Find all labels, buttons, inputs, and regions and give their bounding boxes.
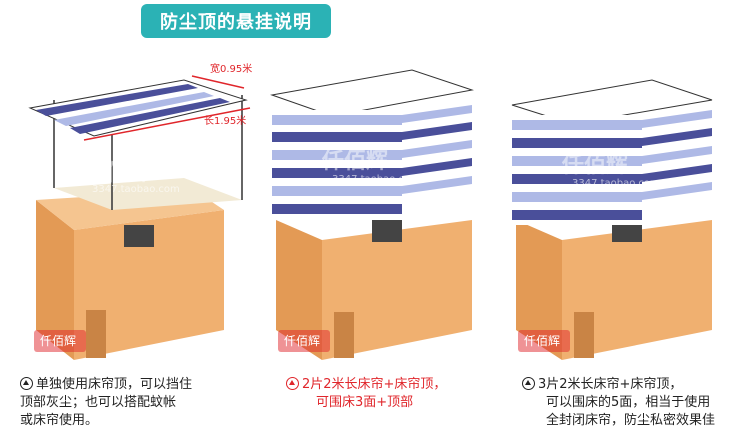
watermark-url: 3347.taobao.com [92,184,180,195]
width-arrow [191,75,245,89]
drawer-unit [334,312,354,358]
caption-line: 3片2米长床帘+床帘顶， [538,377,683,392]
bed-two-curtains-drawing: 仟佰辉 3347.taobao.com 仟佰辉 [270,69,474,360]
up-arrow-circle-icon [20,377,33,390]
page-title: 防尘顶的悬挂说明 [160,12,312,33]
wood-front-panel [562,220,712,360]
watermark-brand: 仟佰辉 [321,148,388,174]
illustration-canopy-only: 宽0.95米 长1.95米 仟佰辉 3347.taobao.com 仟佰辉 [14,60,254,370]
caption-three-curtains: 3片2米长床帘+床帘顶， 可以围床的5面，相当于使用 全封闭床帘，防尘私密效果佳 [522,376,742,430]
mattress [54,178,242,210]
watermark-url: 3347.taobao.com [572,178,660,189]
title-banner: 防尘顶的悬挂说明 [141,4,331,38]
brand-logo [518,330,570,352]
illustration-two-curtains: 仟佰辉 3347.taobao.com 仟佰辉 [262,60,502,370]
wood-side-panel [36,200,74,360]
width-label: 宽0.95米 [210,62,252,75]
wood-front-panel [322,220,472,360]
caption-line: 单独使用床帘顶，可以挡住 [36,377,193,392]
length-label: 长1.95米 [204,114,246,127]
canopy-stripe [36,84,198,116]
watermark-brand: 仟佰辉 [83,160,150,186]
canopy-top [270,69,474,117]
caption-line: 顶部灰尘；也可以搭配蚊帐 [20,395,177,410]
illustration-three-curtains: 仟佰辉 3347.taobao.com 仟佰辉 [502,60,742,370]
length-arrow [83,107,251,141]
caption-canopy-only: 单独使用床帘顶，可以挡住 顶部灰尘；也可以搭配蚊帐 或床帘使用。 [20,376,240,430]
canopy-stripe [54,92,214,126]
canopy-stripe [70,98,230,134]
brand-logo-text: 仟佰辉 [524,334,560,348]
up-arrow-circle-icon [286,377,299,390]
drawer-unit [574,312,594,358]
brand-logo [278,330,330,352]
caption-line: 可以围床的5面，相当于使用 [546,395,711,410]
chair-icon [612,220,642,242]
caption-line: 可围床3面+顶部 [316,395,414,410]
wood-side-panel [516,220,562,360]
bed-canopy-only-drawing: 宽0.95米 长1.95米 仟佰辉 3347.taobao.com 仟佰辉 [28,62,252,360]
drawer-unit [86,310,106,358]
watermark-brand: 仟佰辉 [561,152,628,178]
curtain-side [402,100,472,220]
wood-front-panel [74,210,224,360]
brand-logo-text: 仟佰辉 [284,334,320,348]
brand-logo [34,330,86,352]
watermark-url: 3347.taobao.com [332,174,420,185]
caption-line: 或床帘使用。 [20,413,99,428]
up-arrow-circle-icon [522,377,535,390]
brand-logo-text: 仟佰辉 [40,334,76,348]
wood-side-panel [276,220,322,360]
curtain-front [272,110,402,220]
curtain-side [642,105,712,225]
chair-icon [372,220,402,242]
caption-line: 2片2米长床帘+床帘顶， [302,377,447,392]
caption-two-curtains: 2片2米长床帘+床帘顶， 可围床3面+顶部 [286,376,486,412]
bed-three-curtains-drawing: 仟佰辉 3347.taobao.com 仟佰辉 [511,79,713,360]
curtain-front [512,115,642,225]
chair-icon [124,225,154,247]
caption-line: 全封闭床帘，防尘私密效果佳 [546,413,716,428]
